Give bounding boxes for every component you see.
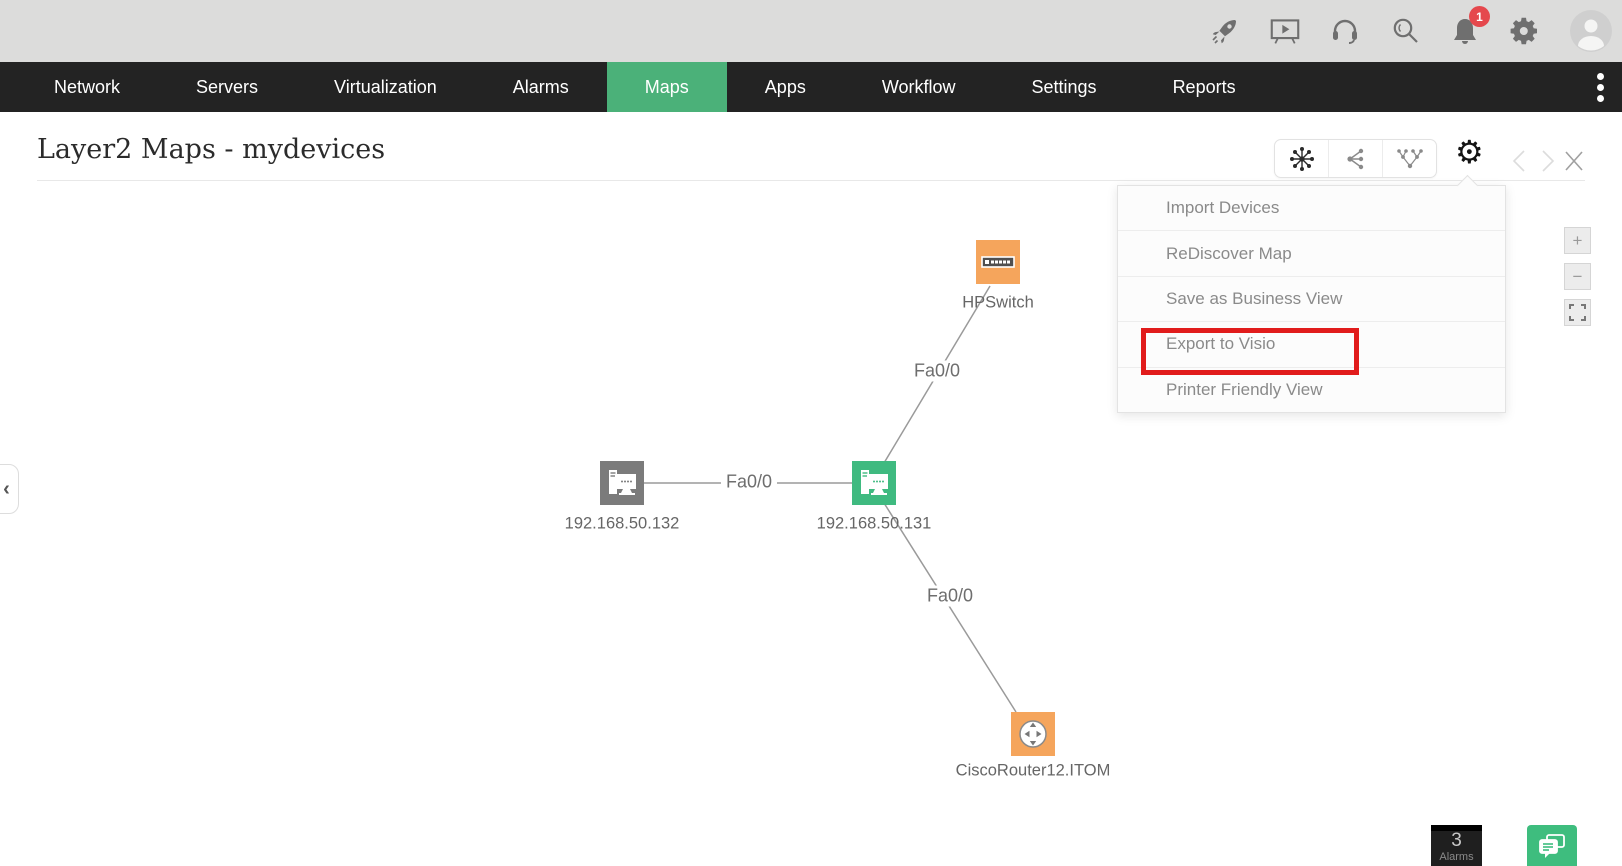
radial-layout-button[interactable]: [1275, 140, 1328, 177]
nav-item-reports[interactable]: Reports: [1172, 76, 1236, 97]
alarms-count: 3: [1451, 830, 1462, 851]
notifications-bell-icon[interactable]: 1: [1450, 6, 1490, 46]
zoom-in-button[interactable]: +: [1564, 227, 1591, 254]
layout-button-group: [1274, 139, 1437, 178]
nav-item-maps[interactable]: Maps: [606, 62, 727, 112]
menu-item-printer-friendly-view[interactable]: Printer Friendly View: [1118, 366, 1505, 413]
chat-button[interactable]: [1527, 825, 1577, 866]
nav-item-settings[interactable]: Settings: [1031, 76, 1097, 97]
menu-item-import-devices[interactable]: Import Devices: [1118, 186, 1505, 231]
zoom-out-button[interactable]: −: [1564, 263, 1591, 290]
nav-item-servers[interactable]: Servers: [196, 76, 259, 97]
next-map-chevron-icon[interactable]: [1535, 148, 1559, 174]
node-label-pc-132: 192.168.50.132: [564, 514, 680, 533]
previous-map-chevron-icon[interactable]: [1508, 148, 1532, 174]
map-node-ciscorouter[interactable]: [1011, 712, 1055, 756]
node-label-pc-131: 192.168.50.131: [816, 514, 932, 533]
fit-screen-button[interactable]: [1564, 299, 1591, 326]
alarms-widget[interactable]: 3 Alarms: [1431, 825, 1482, 866]
map-node-hpswitch[interactable]: [976, 240, 1020, 284]
more-menu-icon[interactable]: [1588, 62, 1612, 112]
nav-item-workflow[interactable]: Workflow: [881, 76, 956, 97]
link-interface-label: Fa0/0: [908, 360, 966, 382]
header-icons: 1: [1210, 6, 1612, 52]
node-label-hpswitch: HPSwitch: [962, 293, 1034, 312]
hierarchical-layout-button[interactable]: [1382, 140, 1436, 177]
settings-gear-icon[interactable]: [1510, 16, 1540, 46]
search-icon[interactable]: [1390, 16, 1420, 46]
alarms-label: Alarms: [1439, 851, 1474, 863]
nav-item-virtualization[interactable]: Virtualization: [334, 76, 437, 97]
notification-badge: 1: [1469, 6, 1490, 27]
page-title: Layer2 Maps - mydevices: [37, 134, 386, 165]
nav-items: Network Servers Virtualization Alarms Maps Ap…: [16, 62, 1274, 112]
close-icon[interactable]: [1562, 148, 1586, 174]
user-avatar[interactable]: [1570, 10, 1612, 52]
map-zoom-controls: +−: [1564, 227, 1591, 335]
rocket-icon[interactable]: [1210, 16, 1240, 46]
menu-item-save-as-business-view[interactable]: Save as Business View: [1118, 275, 1505, 322]
demo-screen-icon[interactable]: [1270, 16, 1300, 46]
node-label-ciscorouter: CiscoRouter12.ITOM: [955, 761, 1111, 780]
support-headset-icon[interactable]: [1330, 16, 1360, 46]
menu-item-export-to-visio[interactable]: Export to Visio: [1118, 321, 1505, 367]
menu-item-rediscover-map[interactable]: ReDiscover Map: [1118, 230, 1505, 276]
link-interface-label: Fa0/0: [921, 585, 979, 607]
map-node-pc-132[interactable]: [600, 461, 644, 505]
main-nav: Network Servers Virtualization Alarms Maps Ap…: [0, 62, 1622, 112]
sidebar-collapse-toggle[interactable]: ‹: [0, 464, 19, 514]
page-header: Layer2 Maps - mydevices ⚙: [37, 112, 1585, 181]
map-settings-gear-icon[interactable]: ⚙: [1455, 134, 1484, 170]
link-interface-label: Fa0/0: [720, 471, 778, 493]
nav-item-apps[interactable]: Apps: [764, 76, 806, 97]
nav-item-network[interactable]: Network: [54, 76, 121, 97]
nav-item-alarms[interactable]: Alarms: [512, 76, 569, 97]
chat-bubbles-icon: [1539, 833, 1565, 858]
map-node-pc-131[interactable]: [852, 461, 896, 505]
global-header: 1: [0, 0, 1622, 62]
tree-layout-button[interactable]: [1328, 140, 1382, 177]
